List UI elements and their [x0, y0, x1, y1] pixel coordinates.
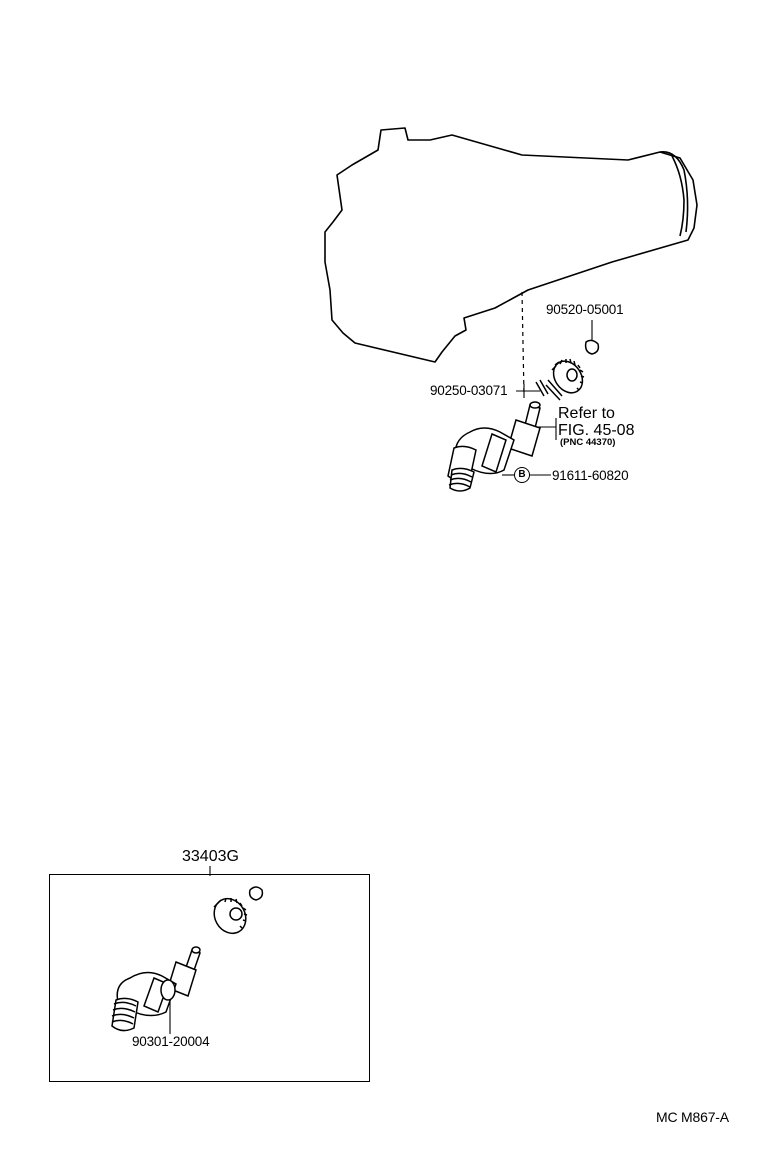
clip-icon [584, 339, 600, 355]
driven-sleeve-icon [447, 401, 541, 492]
label-part-kit-oring: 90301-20004 [132, 1034, 210, 1049]
oring-marker: B [514, 467, 530, 483]
label-part-nut: 90520-05001 [546, 302, 624, 317]
label-kit: 33403G [182, 848, 239, 865]
label-pnc-ref: (PNC 44370) [560, 437, 616, 448]
leader-lines [502, 320, 593, 476]
kit-box [49, 874, 370, 1082]
label-part-pin: 90250-03071 [430, 383, 508, 398]
transmission-case [324, 127, 698, 363]
kit-sleeve-icon [111, 946, 201, 1032]
label-fig-ref: FIG. 45-08 [558, 422, 635, 439]
drawing-code: MC M867-A [656, 1109, 729, 1125]
kit-gear-icon [213, 897, 248, 935]
kit-clip-icon [248, 886, 264, 901]
label-refer-to: Refer to [558, 405, 615, 422]
driven-gear-icon [545, 358, 585, 401]
label-part-oring: 91611-60820 [552, 468, 629, 483]
install-line [521, 291, 525, 396]
pin-icon [535, 379, 549, 397]
